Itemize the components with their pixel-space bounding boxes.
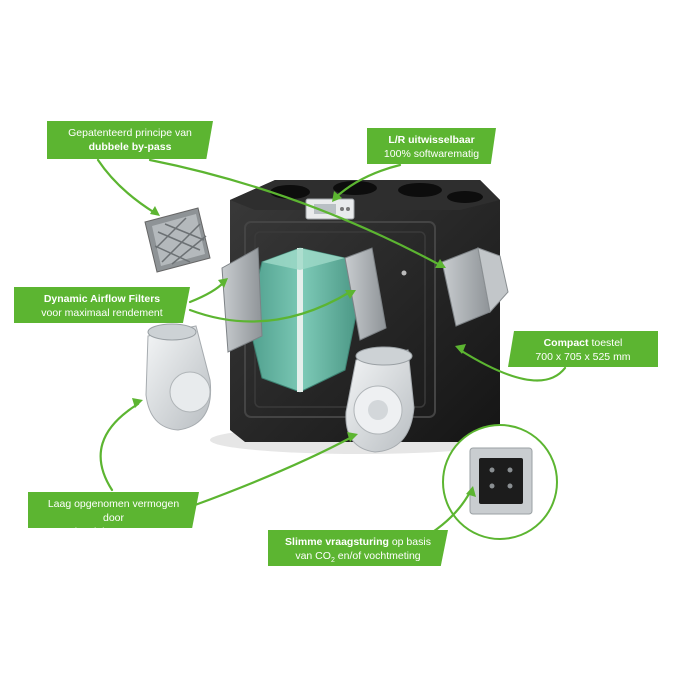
callout-arrows [96, 158, 567, 542]
callout-filters-line2: voor maximaal rendement [41, 307, 163, 319]
side-panel [441, 247, 509, 327]
ec-fan-right [345, 346, 415, 453]
callout-ec-line1: Laag opgenomen vermogen door [47, 498, 180, 524]
callout-lr-line2: 100% softwarematig [383, 148, 480, 160]
callout-ec-line2-pre: energiezuinige [47, 526, 120, 538]
callout-bypass-line1: Gepatenteerd principe van [68, 127, 192, 139]
callout-smart-line2-pre: van CO [295, 550, 331, 562]
bypass-filter [144, 207, 211, 273]
callout-bypass-line2: dubbele by-pass [88, 141, 172, 153]
callout-bypass: Gepatenteerd principe van dubbele by-pas… [47, 121, 213, 159]
callout-compact-rest: toestel [588, 337, 623, 349]
callout-filters-line1: Dynamic Airflow Filters [43, 293, 161, 305]
callout-compact-dimensions: 700 x 705 x 525 mm [535, 351, 631, 363]
callout-ec-motors: Laag opgenomen vermogen door energiezuin… [28, 492, 199, 528]
ec-fan-left [145, 323, 212, 431]
callout-smart-rest: op basis [388, 536, 431, 548]
callout-smart-line2-post: en/of vochtmeting [334, 550, 421, 562]
callout-compact: Compact toestel 700 x 705 x 525 mm [508, 331, 658, 367]
unit-display [305, 198, 355, 220]
arrow-heads [132, 191, 476, 497]
callout-smart-bold: Slimme vraagsturing [285, 536, 389, 548]
callout-smart-control: Slimme vraagsturing op basis van CO2 en/… [268, 530, 448, 566]
callout-ec-bold: EC-motoren [119, 526, 180, 538]
dynamic-airflow-filters [221, 247, 387, 353]
callout-lr-line1: L/R uitwisselbaar [388, 134, 475, 146]
callout-filters: Dynamic Airflow Filters voor maximaal re… [14, 287, 190, 323]
callout-lr: L/R uitwisselbaar 100% softwarematig [367, 128, 496, 164]
heat-exchanger [247, 247, 359, 393]
callout-compact-bold: Compact [543, 337, 589, 349]
callout-smart-sub: 2 [330, 557, 335, 565]
wall-controller [442, 424, 558, 540]
